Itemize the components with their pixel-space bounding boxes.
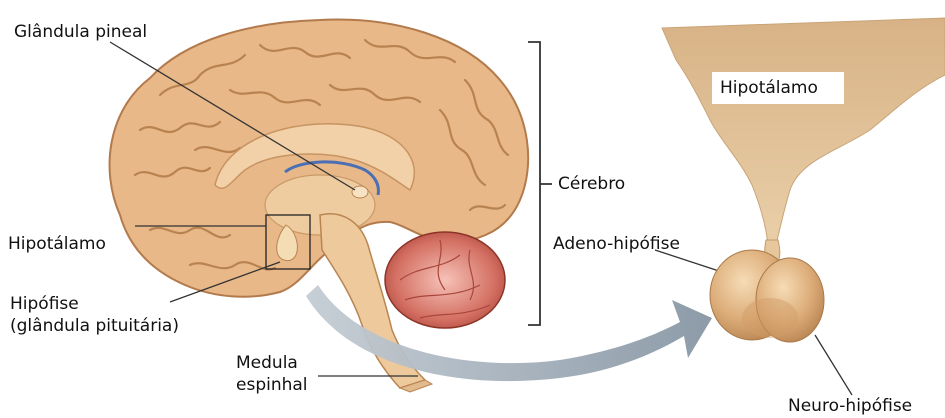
- label-hypothalamus-left: Hipotálamo: [8, 234, 106, 254]
- label-spinal-line2: espinhal: [236, 375, 308, 395]
- pineal-gland: [352, 186, 368, 198]
- label-brain: Cérebro: [558, 174, 625, 194]
- hypothalamus-detail: [662, 18, 945, 245]
- label-neurohypophysis: Neuro-hipófise: [788, 396, 912, 416]
- label-pineal-gland: Glândula pineal: [14, 22, 147, 42]
- label-adenohypophysis: Adeno-hipófise: [553, 234, 680, 254]
- label-hypothalamus-right: Hipotálamo: [720, 78, 818, 98]
- pituitary-detail: [662, 18, 945, 342]
- brain-bracket: [528, 42, 552, 325]
- label-pituitary-line2: (glândula pituitária): [10, 316, 179, 336]
- cerebellum: [385, 232, 505, 328]
- label-spinal-line1: Medula: [236, 353, 298, 373]
- brain-illustration: [110, 20, 529, 392]
- label-pituitary-line1: Hipófise: [10, 294, 79, 314]
